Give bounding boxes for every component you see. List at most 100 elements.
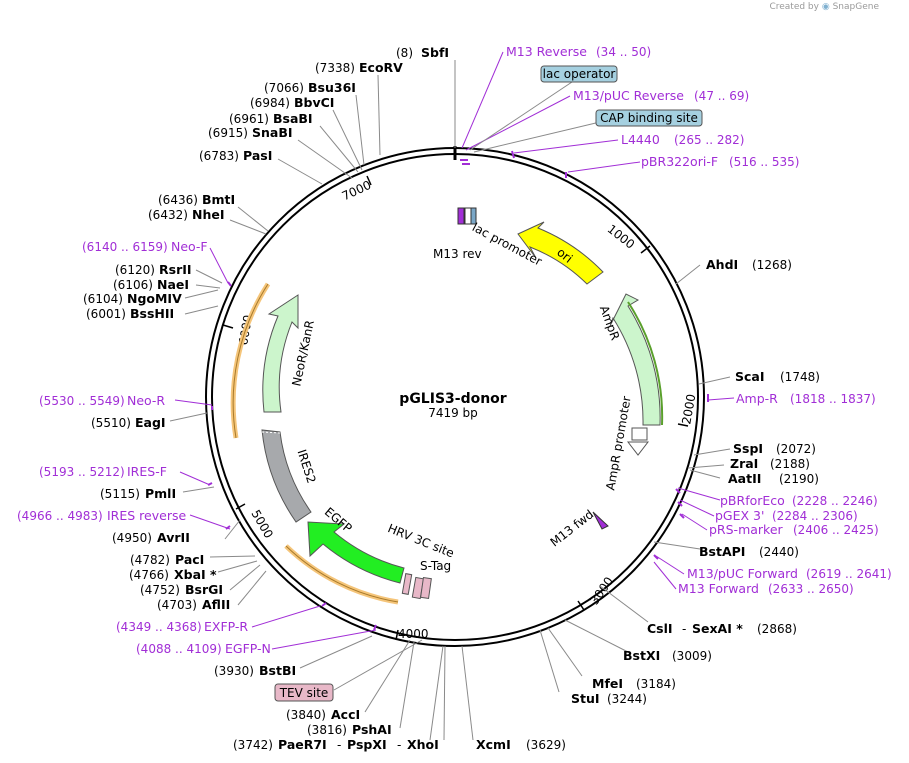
neor-primer-bind xyxy=(230,282,271,439)
ecorv-label[interactable]: EcoRV xyxy=(359,60,403,75)
egfp-arrow[interactable] xyxy=(307,521,405,584)
bstxi-label[interactable]: BstXI xyxy=(623,648,660,663)
tick-5000: 5000 xyxy=(248,507,275,540)
bmti-label[interactable]: BmtI xyxy=(202,192,235,207)
m13fwd-range: (2633 .. 2650) xyxy=(768,582,854,596)
sexai-label[interactable]: SexAI * xyxy=(692,621,743,636)
paer7i-label[interactable]: PaeR7I xyxy=(278,737,327,752)
ampr-primer-label[interactable]: Amp-R xyxy=(736,391,778,406)
tick-4000: 4000 xyxy=(398,627,429,641)
m13-rev-label: M13 rev xyxy=(433,247,482,261)
snapgene-logo-icon: ◉ xyxy=(821,2,830,12)
rsrii-pos: (6120) xyxy=(115,263,155,277)
prsmarker-range: (2406 .. 2425) xyxy=(793,523,879,537)
neof-label[interactable]: Neo-F xyxy=(171,239,208,254)
plasmid-size: 7419 bp xyxy=(428,406,478,420)
iresf-label[interactable]: IRES-F xyxy=(127,464,167,479)
ticks xyxy=(222,175,689,641)
aflii-pos: (4703) xyxy=(157,598,197,612)
pbrforeco-range: (2228 .. 2246) xyxy=(792,494,878,508)
aatii-label[interactable]: AatII xyxy=(728,471,761,486)
neor-primer-label[interactable]: Neo-R xyxy=(127,393,165,408)
ampr-promoter-arrow xyxy=(626,441,650,456)
pbrforeco-label[interactable]: pBRforEco xyxy=(720,493,785,508)
avrii-pos: (4950) xyxy=(112,531,152,545)
pmli-label[interactable]: PmlI xyxy=(145,486,176,501)
eagi-label[interactable]: EagI xyxy=(135,415,166,430)
avrii-label[interactable]: AvrII xyxy=(157,530,190,545)
tev-feature xyxy=(420,576,432,600)
pshai-pos: (3816) xyxy=(307,723,347,737)
eagi-pos: (5510) xyxy=(91,416,131,430)
ahdi-pos: (1268) xyxy=(752,258,792,272)
sep-3: - xyxy=(682,622,686,636)
prsmarker-label[interactable]: pRS-marker xyxy=(709,522,784,537)
bstbi-label[interactable]: BstBI xyxy=(259,663,296,678)
cap-site-box[interactable] xyxy=(595,109,703,127)
lac-operator-box[interactable] xyxy=(540,65,618,83)
ahdi-label[interactable]: AhdI xyxy=(706,257,738,272)
neor-arrow[interactable] xyxy=(262,294,299,413)
m13fwd-label[interactable]: M13 Forward xyxy=(678,581,759,596)
xhoi-label[interactable]: XhoI xyxy=(407,737,439,752)
egfpn-label[interactable]: EGFP-N xyxy=(225,641,271,656)
scai-pos: (1748) xyxy=(780,370,820,384)
pshai-label[interactable]: PshAI xyxy=(352,722,392,737)
bstbi-pos: (3930) xyxy=(214,664,254,678)
pspxi-label[interactable]: PspXI xyxy=(347,737,387,752)
l4440-label[interactable]: L4440 xyxy=(621,132,660,147)
zrai-label[interactable]: ZraI xyxy=(730,456,758,471)
tev-leader xyxy=(333,639,423,691)
egfp-primer-bind-outline xyxy=(285,545,399,603)
csli-label[interactable]: CslI xyxy=(647,621,673,636)
sspi-pos: (2072) xyxy=(776,442,816,456)
bsabi-label[interactable]: BsaBI xyxy=(273,111,313,126)
ngomiv-label[interactable]: NgoMIV xyxy=(127,291,182,306)
pgex3-label[interactable]: pGEX 3' xyxy=(715,508,764,523)
sbfi-label[interactable]: SbfI xyxy=(421,45,449,60)
aflii-label[interactable]: AflII xyxy=(202,597,230,612)
snabi-label[interactable]: SnaBI xyxy=(252,125,293,140)
bstapi-label[interactable]: BstAPI xyxy=(699,544,745,559)
ngomiv-pos: (6104) xyxy=(83,292,123,306)
hrv-site-feature xyxy=(401,573,413,595)
neor-primer-range: (5530 .. 5549) xyxy=(39,394,125,408)
rsrii-label[interactable]: RsrII xyxy=(159,262,192,277)
ampr-arrow[interactable] xyxy=(609,293,661,426)
acci-pos: (3840) xyxy=(286,708,326,722)
m13rev-label[interactable]: M13 Reverse xyxy=(506,44,587,59)
m13puc-rev-label[interactable]: M13/pUC Reverse xyxy=(573,88,684,103)
naei-label[interactable]: NaeI xyxy=(157,277,189,292)
paci-label[interactable]: PacI xyxy=(175,552,204,567)
bsshii-label[interactable]: BssHII xyxy=(130,306,174,321)
cap-site-feature xyxy=(470,207,477,225)
tev-site-label: TEV site xyxy=(279,686,329,700)
xbai-label[interactable]: XbaI * xyxy=(174,567,217,582)
tev-site-box[interactable] xyxy=(274,683,334,702)
ecorv-pos: (7338) xyxy=(315,61,355,75)
scai-label[interactable]: ScaI xyxy=(735,369,765,384)
bsu36i-pos: (7066) xyxy=(264,81,304,95)
paci-pos: (4782) xyxy=(130,553,170,567)
bsrgi-label[interactable]: BsrGI xyxy=(185,582,223,597)
iresrev-label[interactable]: IRES reverse xyxy=(107,508,186,523)
stui-label[interactable]: StuI xyxy=(571,691,600,706)
ori-arrow[interactable] xyxy=(517,221,604,285)
zrai-pos: (2188) xyxy=(770,457,810,471)
mfei-pos: (3184) xyxy=(636,677,676,691)
bbvci-label[interactable]: BbvCI xyxy=(294,95,334,110)
nhei-label[interactable]: NheI xyxy=(192,207,225,222)
pasi-label[interactable]: PasI xyxy=(243,148,272,163)
nhei-pos: (6432) xyxy=(148,208,188,222)
bsu36i-label[interactable]: Bsu36I xyxy=(308,80,356,95)
exfpr-label[interactable]: EXFP-R xyxy=(204,619,248,634)
primer-leaders xyxy=(174,51,735,650)
m13puc-fwd-label[interactable]: M13/pUC Forward xyxy=(687,566,798,581)
mfei-label[interactable]: MfeI xyxy=(592,676,623,691)
plasmid-name: pGLIS3-donor xyxy=(399,391,507,407)
pbr322-label[interactable]: pBR322ori-F xyxy=(641,154,718,169)
xcmi-label[interactable]: XcmI xyxy=(476,737,511,752)
sspi-label[interactable]: SspI xyxy=(733,441,763,456)
ires2-block[interactable] xyxy=(261,429,312,523)
acci-label[interactable]: AccI xyxy=(331,707,360,722)
